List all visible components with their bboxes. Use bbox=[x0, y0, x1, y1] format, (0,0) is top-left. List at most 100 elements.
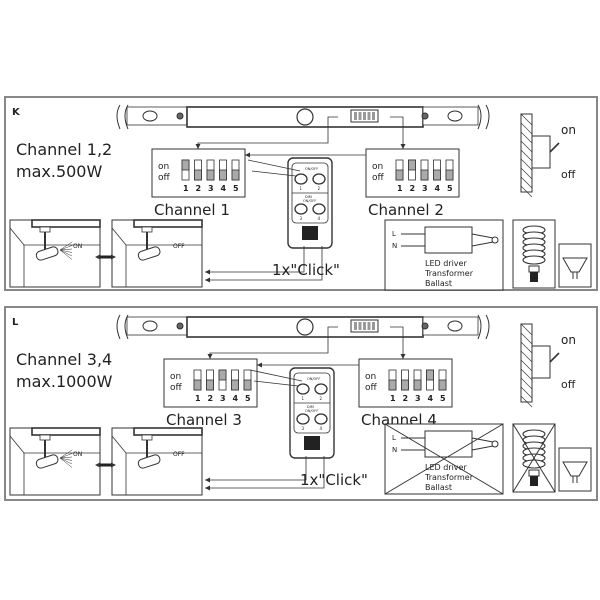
wall-hatch bbox=[520, 176, 533, 189]
rail-break-right bbox=[477, 104, 482, 130]
rail-break-left bbox=[116, 104, 121, 130]
track-adapter bbox=[141, 434, 153, 441]
receiver-sensor-icon bbox=[296, 318, 314, 336]
receiver-sensor-icon bbox=[296, 108, 314, 126]
wire bbox=[471, 437, 494, 443]
switch-off-label: off bbox=[561, 168, 576, 181]
remote-button-number: 3 bbox=[302, 426, 305, 431]
neutral-label: N bbox=[392, 446, 397, 454]
reflector-lamp-icon bbox=[562, 257, 588, 273]
dip-switch-knob bbox=[445, 169, 454, 181]
dip-switch-number: 2 bbox=[196, 184, 202, 193]
room-edge bbox=[9, 227, 25, 246]
switch-on-label: on bbox=[561, 123, 576, 137]
logo-box bbox=[302, 226, 318, 240]
wall-hatch bbox=[520, 377, 533, 390]
remote-button bbox=[296, 383, 310, 395]
dip-switch-2: 2 bbox=[408, 159, 416, 193]
light-ray bbox=[59, 457, 73, 468]
switch-lever-icon bbox=[549, 352, 560, 363]
switch-on-label: on bbox=[561, 333, 576, 347]
wall bbox=[520, 113, 533, 193]
dip-switch-2: 2 bbox=[194, 159, 202, 193]
rail-clip-icon bbox=[142, 110, 158, 122]
remote-mid-label: ON/OFF bbox=[303, 199, 316, 203]
load-type-label: Ballast bbox=[425, 279, 452, 288]
dip-switch-number: 4 bbox=[435, 184, 441, 193]
dip-off-label: off bbox=[170, 383, 183, 393]
arrow-head bbox=[205, 269, 210, 275]
load-type-label: Transformer bbox=[424, 269, 474, 278]
wall-hatch bbox=[520, 158, 533, 171]
channel-label: Channel 2 bbox=[368, 201, 444, 219]
lamp-off-label: OFF bbox=[173, 451, 185, 458]
ceiling-track bbox=[133, 427, 203, 436]
remote-top-label: ON/OFF bbox=[305, 167, 318, 171]
dip-switch-number: 3 bbox=[220, 394, 226, 403]
remote-button-4: 4 bbox=[312, 203, 326, 221]
remote-button-number: 3 bbox=[300, 216, 303, 221]
cfl-screw-icon bbox=[530, 272, 538, 282]
spotlight-icon bbox=[137, 246, 161, 261]
wall-hatch bbox=[520, 131, 533, 144]
signal-wire bbox=[205, 456, 325, 489]
load-type-label: Transformer bbox=[424, 473, 474, 482]
rail-break-right bbox=[485, 104, 490, 130]
light-ray bbox=[59, 457, 73, 465]
cross-out-line bbox=[384, 423, 504, 495]
remote-button-1: 1 bbox=[296, 383, 310, 401]
rail-clip-icon bbox=[142, 320, 158, 332]
light-ray bbox=[59, 453, 73, 459]
dip-switch-2: 2 bbox=[206, 369, 214, 403]
dip-switch-knob bbox=[194, 169, 202, 181]
arrow-head bbox=[111, 254, 116, 260]
signal-wire bbox=[390, 116, 404, 149]
remote-dim-label: DIM bbox=[307, 405, 314, 409]
remote-button bbox=[312, 203, 326, 215]
dip-switch-knob bbox=[408, 159, 416, 171]
remote-button-number: 4 bbox=[320, 426, 323, 431]
wire bbox=[471, 241, 494, 247]
signal-wire bbox=[205, 456, 307, 481]
arrow-head bbox=[195, 144, 201, 149]
dip-switch-1: 1 bbox=[395, 159, 404, 193]
dip-switch-4: 4 bbox=[433, 159, 441, 193]
dip-switch-number: 3 bbox=[208, 184, 214, 193]
remote-button bbox=[294, 203, 308, 215]
dip-switch-knob bbox=[206, 379, 214, 391]
dip-switch-knob bbox=[426, 369, 434, 381]
connector-pin bbox=[363, 112, 366, 120]
arrow-head bbox=[400, 144, 406, 149]
remote-button-number: 4 bbox=[318, 216, 321, 221]
rail-screw-icon bbox=[421, 112, 429, 120]
dip-switch-number: 4 bbox=[428, 394, 434, 403]
wall-hatch bbox=[520, 368, 533, 381]
rail-screw-icon bbox=[176, 112, 184, 120]
wall-hatch bbox=[520, 323, 533, 336]
light-ray bbox=[59, 241, 73, 251]
dip-switch-knob bbox=[388, 379, 397, 391]
connector-pin bbox=[372, 112, 375, 120]
remote-dim-label: DIM bbox=[305, 195, 312, 199]
remote-button bbox=[314, 413, 328, 425]
dip-switch-number: 5 bbox=[447, 184, 453, 193]
track-adapter bbox=[39, 226, 51, 233]
neutral-label: N bbox=[392, 242, 397, 250]
arrow-head bbox=[111, 462, 116, 468]
lamp-on-label: ON bbox=[73, 451, 82, 458]
dip-switch-3: 3 bbox=[420, 159, 429, 193]
track-adapter bbox=[141, 226, 153, 233]
light-ray bbox=[59, 248, 73, 251]
switch-off-label: off bbox=[561, 378, 576, 391]
dip-switch-knob bbox=[181, 159, 190, 171]
track-adapter bbox=[39, 434, 51, 441]
dip-off-label: off bbox=[372, 173, 385, 183]
connector-pin bbox=[367, 112, 371, 120]
dip-switch-number: 4 bbox=[221, 184, 227, 193]
ceiling-track bbox=[133, 219, 203, 228]
dip-switch-2: 2 bbox=[401, 369, 409, 403]
ceiling-track bbox=[31, 427, 101, 436]
cfl-base bbox=[528, 469, 540, 477]
